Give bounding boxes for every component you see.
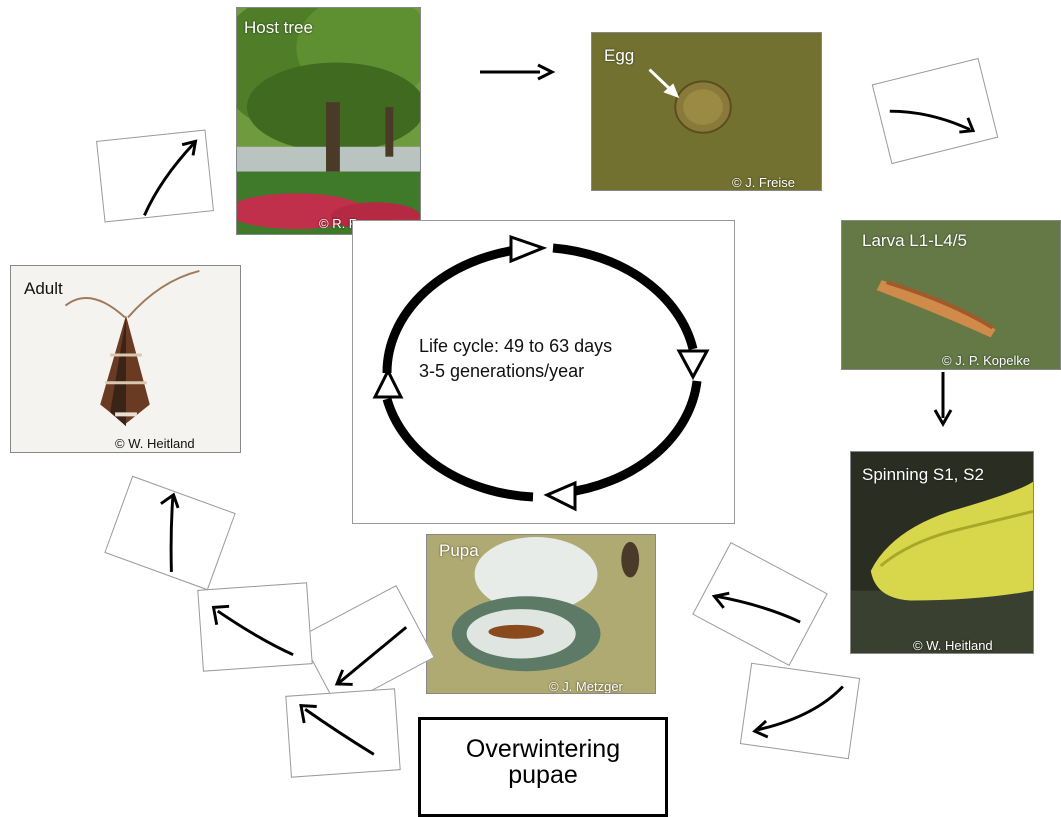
adult-credit: © W. Heitland [115, 436, 195, 451]
life-cycle-box: Life cycle: 49 to 63 days 3-5 generation… [352, 220, 735, 524]
egg-label: Egg [604, 46, 635, 65]
pupa-image [427, 535, 655, 693]
arrow-larva-to-spinning [933, 372, 953, 428]
arrow-card-spinning-2 [739, 662, 861, 760]
adult-label: Adult [24, 279, 63, 298]
egg-photo: Egg © J. Freise [591, 32, 822, 191]
host-tree-image [237, 8, 420, 234]
arrow-card-bottom-left [285, 688, 401, 778]
egg-image [592, 33, 821, 190]
larva-label: Larva L1-L4/5 [862, 231, 967, 250]
overwintering-line2: pupae [508, 761, 578, 789]
adult-photo: Adult © W. Heitland [10, 265, 241, 453]
adult-image [11, 266, 240, 452]
pupa-credit: © J. Metzger [549, 679, 623, 694]
arrow-card-egg-to-larva [871, 57, 999, 165]
pupa-label: Pupa [439, 541, 479, 560]
larva-credit: © J. P. Kopelke [942, 353, 1031, 368]
arrow-card-to-adult [104, 475, 236, 591]
spinning-credit: © W. Heitland [913, 638, 993, 653]
arrow-card-adult-to-host [96, 129, 214, 223]
arrow-host-to-egg [480, 63, 556, 81]
cycle-arrows [372, 234, 710, 512]
spinning-image [851, 452, 1033, 653]
overwintering-line1: Overwintering [465, 735, 621, 763]
generations-per-year: 3-5 generations/year [419, 361, 585, 381]
pupa-photo: Pupa © J. Metzger [426, 534, 656, 694]
egg-credit: © J. Freise [732, 175, 796, 190]
life-cycle-duration: Life cycle: 49 to 63 days [419, 336, 613, 356]
spinning-photo: Spinning S1, S2 © W. Heitland [850, 451, 1034, 654]
arrow-card-left-middle [197, 582, 313, 672]
arrow-card-pupa-left [299, 584, 435, 710]
overwintering-box: Overwintering pupae [418, 717, 668, 817]
host-tree-photo: Host tree © R. Rogers [236, 7, 421, 235]
arrow-card-spinning-1 [692, 541, 828, 667]
larva-photo: Larva L1-L4/5 © J. P. Kopelke [841, 220, 1061, 370]
host-tree-label: Host tree [244, 18, 313, 37]
spinning-label: Spinning S1, S2 [862, 465, 984, 484]
larva-image [842, 221, 1060, 369]
